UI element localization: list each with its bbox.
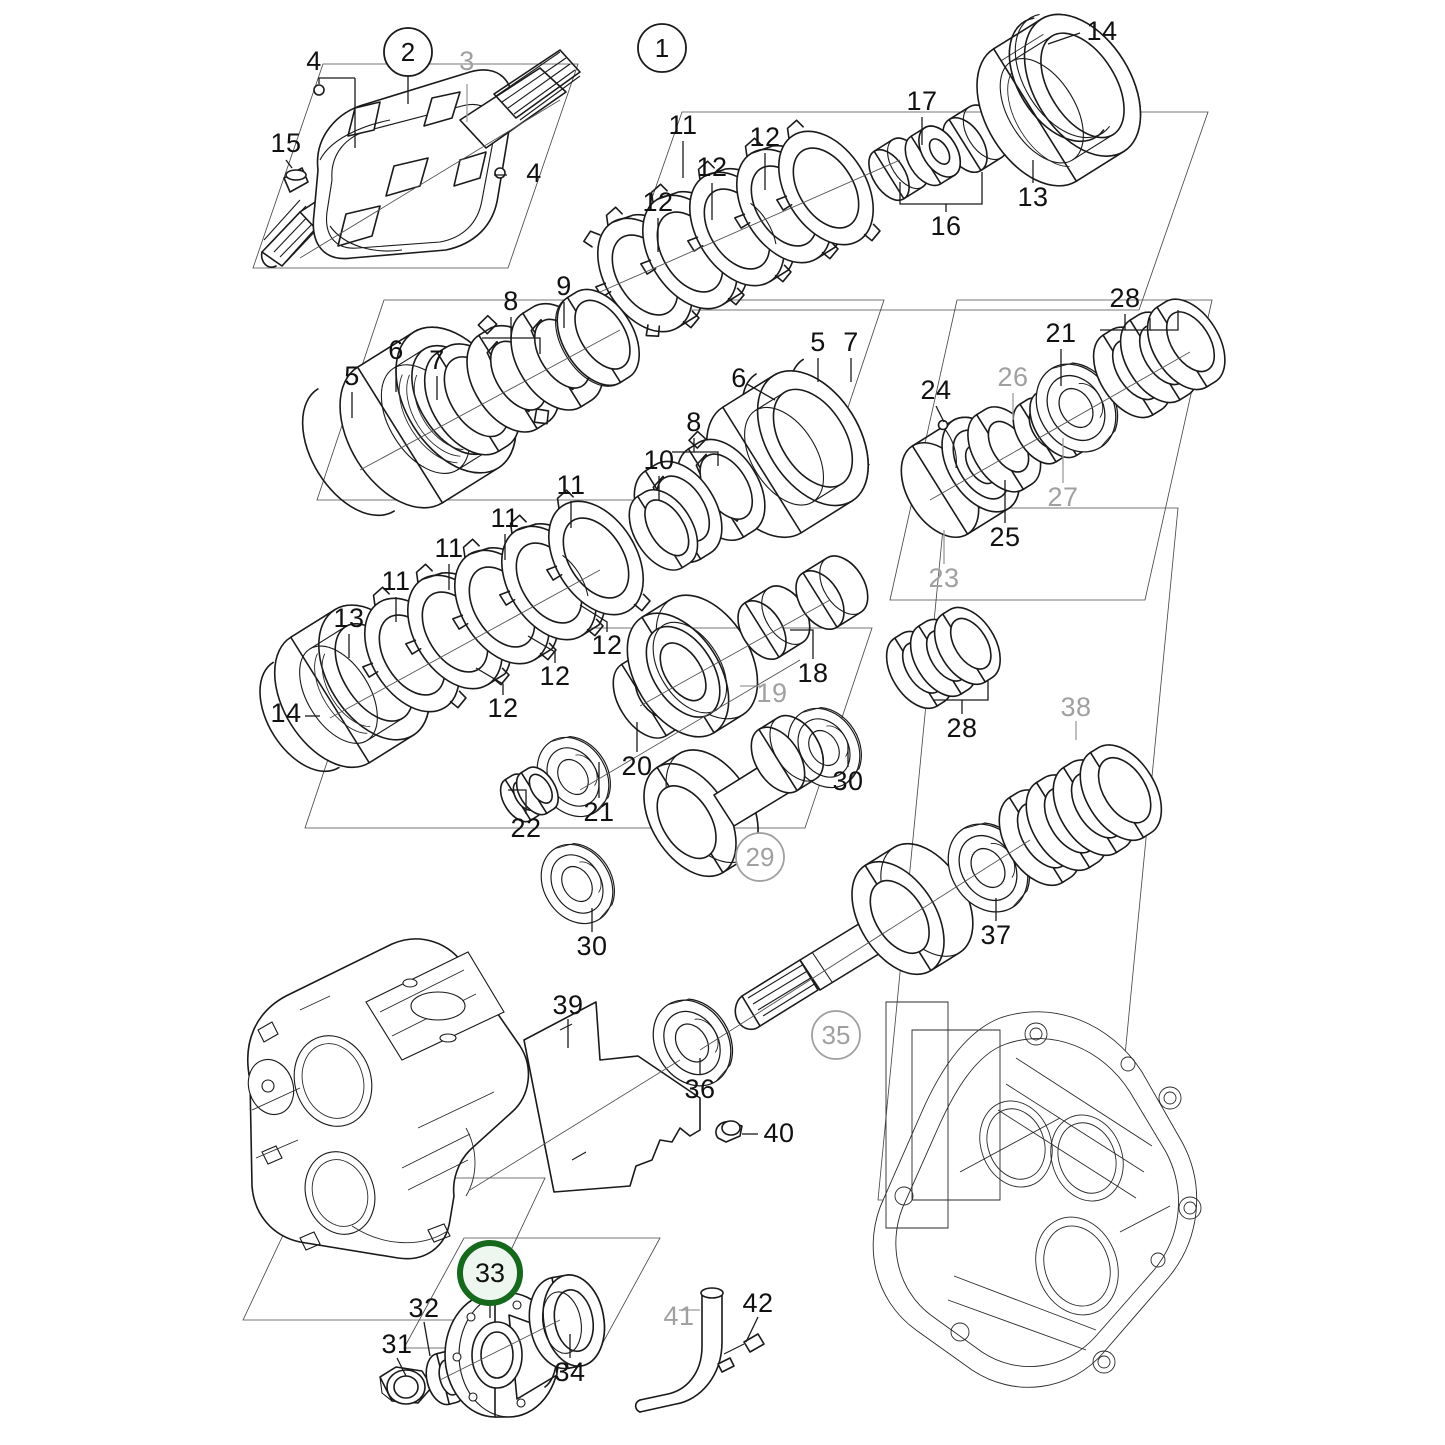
breather-tube-assembly (634, 1287, 765, 1413)
label-15: 15 (270, 128, 301, 158)
label-21a: 21 (1045, 318, 1076, 348)
label-14b: 14 (270, 698, 301, 728)
label-6b: 6 (731, 363, 747, 393)
label-10: 10 (643, 445, 674, 475)
label-41: 41 (663, 1301, 694, 1331)
label-34: 34 (554, 1357, 585, 1387)
callout-29[interactable]: 29 (735, 832, 785, 882)
output-shaft-group (636, 744, 1163, 1102)
label-17: 17 (906, 86, 937, 116)
label-19: 19 (756, 678, 787, 708)
label-11a: 11 (668, 110, 697, 140)
label-5a: 5 (344, 361, 360, 391)
upper-clutch-pack (583, 13, 1142, 337)
label-9: 9 (556, 271, 572, 301)
label-8a: 8 (503, 286, 519, 316)
label-39: 39 (552, 990, 583, 1020)
label-5b: 5 (810, 327, 826, 357)
label-4a: 4 (306, 46, 322, 76)
lower-clutch-pack (259, 489, 651, 773)
label-38: 38 (1060, 692, 1091, 722)
label-12f: 12 (487, 693, 518, 723)
label-30a: 30 (832, 766, 863, 796)
label-12e: 12 (539, 661, 570, 691)
label-18: 18 (797, 658, 828, 688)
label-21b: 21 (583, 797, 614, 827)
label-40: 40 (763, 1118, 794, 1148)
label-11e: 11 (381, 566, 410, 596)
label-23: 23 (928, 563, 959, 593)
label-11d: 11 (434, 533, 463, 563)
label-14a: 14 (1086, 16, 1117, 46)
label-12a: 12 (749, 122, 780, 152)
part-input-shaft-assembly (260, 49, 581, 268)
label-4b: 4 (526, 158, 542, 188)
callout-1-text: 1 (655, 33, 669, 63)
callout-2[interactable]: 2 (383, 27, 433, 77)
label-16: 16 (930, 211, 961, 241)
clutch-hub-assembly-upper-left (301, 288, 640, 517)
label-7a: 7 (429, 345, 445, 375)
leader-lines (285, 32, 1191, 1381)
label-27: 27 (1047, 482, 1078, 512)
label-28b: 28 (946, 713, 977, 743)
label-12b: 12 (696, 152, 727, 182)
label-30b: 30 (576, 931, 607, 961)
bearing-gear-group-right (900, 298, 1226, 539)
callout-29-text: 29 (746, 842, 775, 872)
callout-33-highlighted[interactable]: 33 (457, 1240, 523, 1306)
label-8b: 8 (686, 407, 702, 437)
callout-35-text: 35 (822, 1020, 851, 1050)
label-22: 22 (510, 813, 541, 843)
clutch-hub-assembly-right (628, 358, 870, 571)
flange-yoke-group (379, 1274, 606, 1418)
gasket-and-detent (523, 1001, 743, 1193)
label-12d: 12 (591, 630, 622, 660)
label-42: 42 (742, 1288, 773, 1318)
label-36: 36 (684, 1074, 715, 1104)
label-37: 37 (980, 920, 1011, 950)
label-32: 32 (408, 1293, 439, 1323)
label-3: 3 (459, 46, 475, 76)
label-31: 31 (381, 1329, 412, 1359)
label-25: 25 (989, 522, 1020, 552)
label-11b: 11 (556, 470, 585, 500)
label-13b: 13 (333, 603, 364, 633)
label-7b: 7 (843, 327, 859, 357)
label-12c: 12 (642, 187, 673, 217)
callout-1[interactable]: 1 (637, 23, 687, 73)
label-28a: 28 (1109, 283, 1140, 313)
countershaft-group (499, 555, 1001, 938)
label-26: 26 (997, 362, 1028, 392)
callout-33-text: 33 (475, 1258, 505, 1288)
callout-2-text: 2 (401, 37, 415, 67)
callout-labels: 2 1 29 35 33 3 4 4 15 11 12 12 12 17 (270, 16, 1140, 1387)
label-11c: 11 (490, 503, 519, 533)
bell-housing-outline (872, 1001, 1202, 1388)
label-6a: 6 (388, 335, 404, 365)
callout-35[interactable]: 35 (811, 1010, 861, 1060)
transmission-housing (246, 938, 530, 1260)
label-24: 24 (920, 375, 951, 405)
label-20: 20 (621, 751, 652, 781)
label-13a: 13 (1017, 182, 1048, 212)
